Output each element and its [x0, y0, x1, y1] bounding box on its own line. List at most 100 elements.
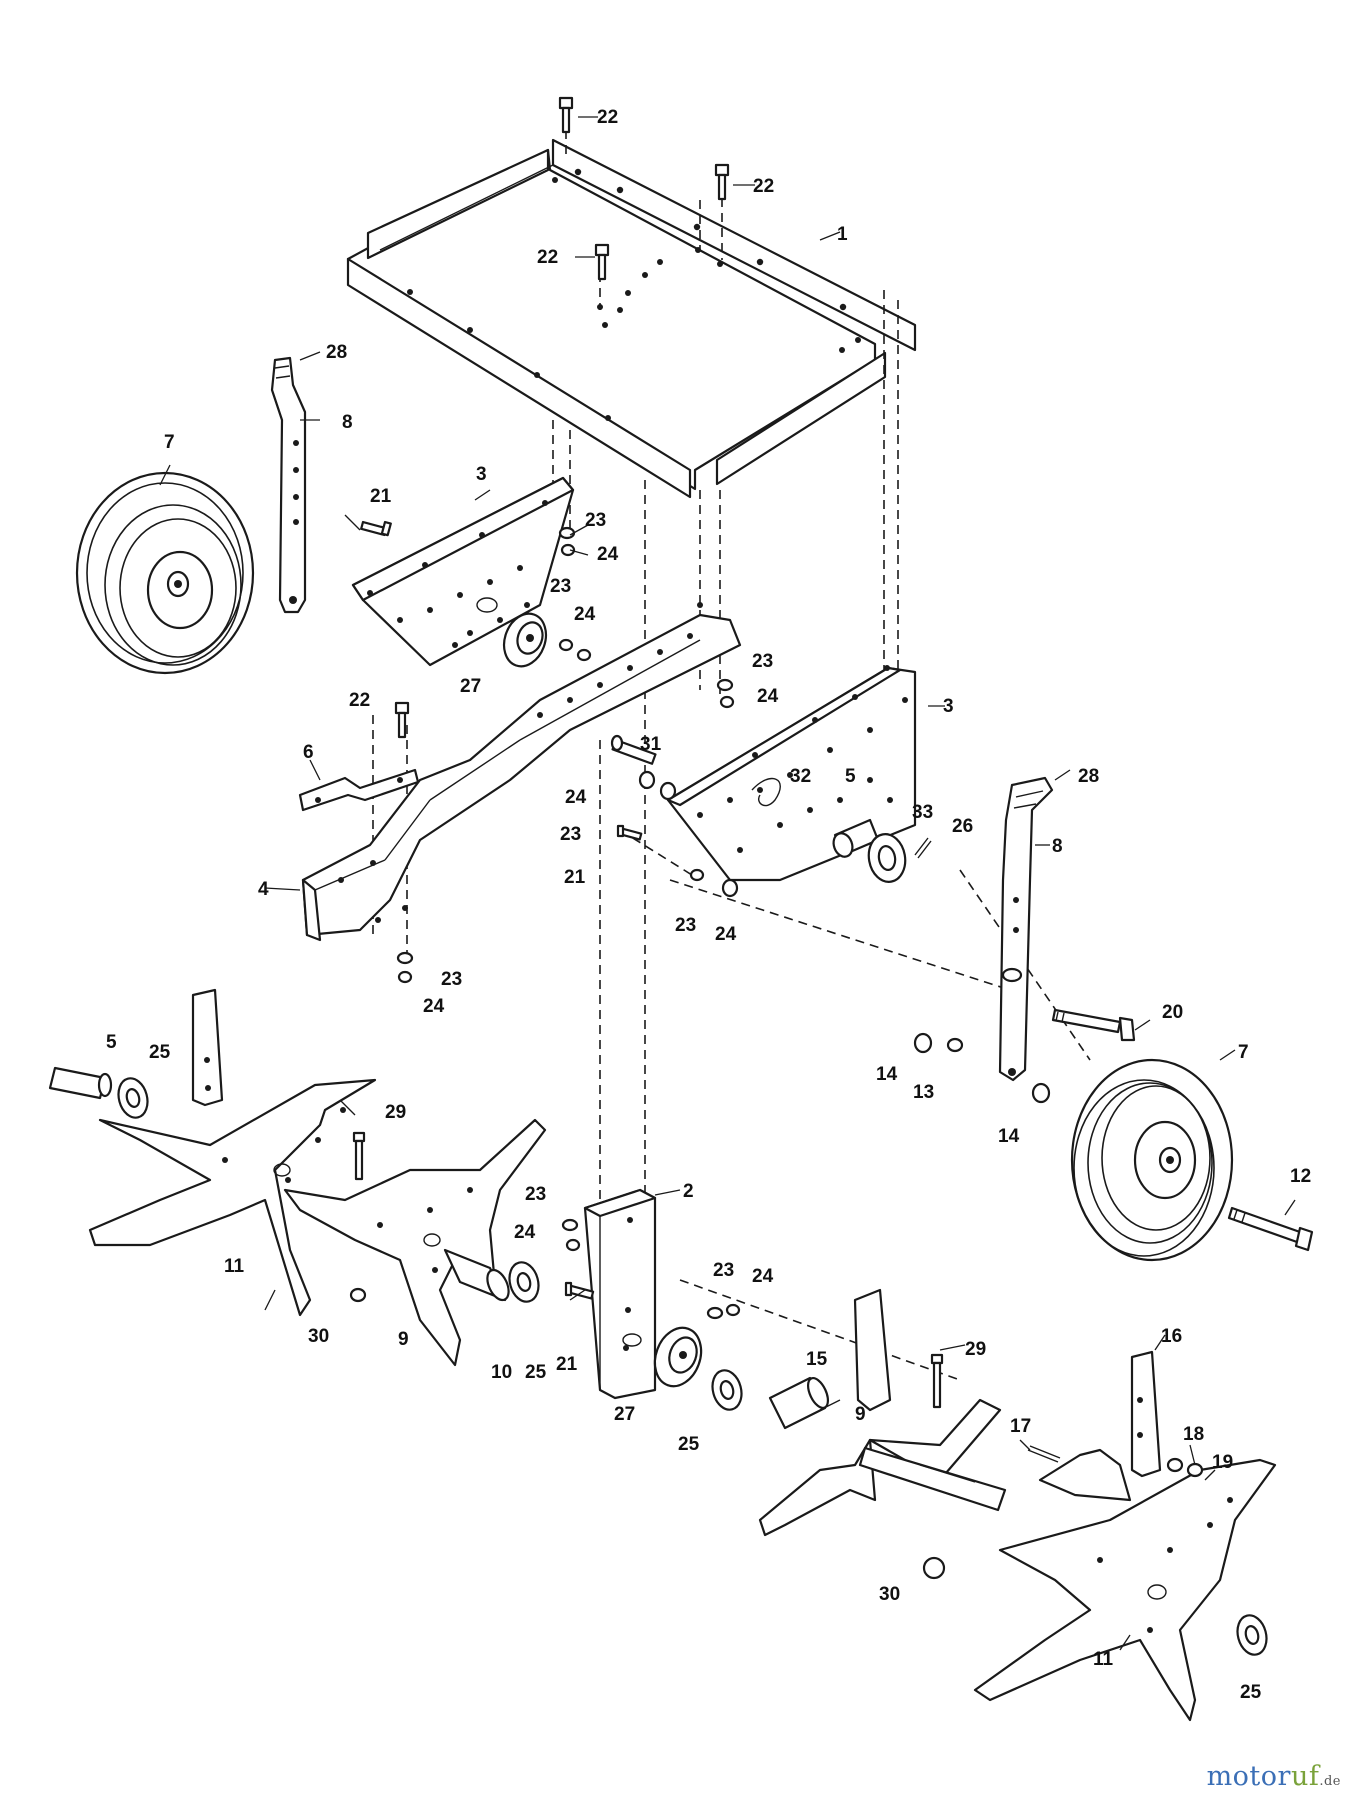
callout-30: 30 [879, 1584, 900, 1605]
callout-29: 29 [965, 1339, 986, 1360]
part-1-tray [346, 138, 917, 499]
callout-23: 23 [752, 651, 773, 672]
callout-15: 15 [806, 1349, 828, 1370]
callout-21: 21 [556, 1354, 578, 1375]
callout-24: 24 [757, 686, 779, 707]
part-12-bolt [1227, 1206, 1314, 1252]
leader-lines [159, 116, 1296, 1651]
callout-23: 23 [441, 969, 462, 990]
part-25-washer-right [1236, 1614, 1268, 1656]
callout-24: 24 [597, 544, 619, 565]
callout-23: 23 [550, 576, 571, 597]
callout-23: 23 [560, 824, 581, 845]
part-9-shaft-right [858, 1446, 1007, 1512]
part-32-hairpin [751, 777, 781, 807]
callout-10: 10 [491, 1362, 512, 1383]
callout-30: 30 [308, 1326, 329, 1347]
callout-23: 23 [713, 1260, 734, 1281]
callout-24: 24 [752, 1266, 774, 1287]
callout-24: 24 [574, 604, 596, 625]
callout-33: 33 [912, 802, 933, 823]
part-8-left-handle [270, 356, 307, 614]
callout-21: 21 [564, 867, 586, 888]
small-hardware [349, 526, 1204, 1580]
callout-7: 7 [1238, 1042, 1249, 1063]
part-7-left-wheel [75, 471, 255, 675]
part-8-right-handle [998, 776, 1054, 1082]
callout-5: 5 [845, 766, 856, 787]
part-31-pin [610, 734, 657, 765]
part-10-spacer [443, 1248, 510, 1302]
watermark-logo: motoruf.de [1207, 1761, 1341, 1792]
callout-16: 16 [1161, 1326, 1182, 1347]
callout-8: 8 [1052, 836, 1063, 857]
callout-29: 29 [385, 1102, 406, 1123]
part-3-left-bracket [351, 476, 575, 667]
callout-17: 17 [1010, 1416, 1031, 1437]
callout-25: 25 [678, 1434, 700, 1455]
callout-23: 23 [525, 1184, 546, 1205]
part-20-bolt [1051, 1008, 1136, 1042]
part-26-cotter-pin [914, 837, 932, 859]
part-25-washer-left [117, 1077, 149, 1119]
part-4-frame [301, 602, 742, 942]
part-11-tine-left [88, 988, 377, 1317]
callout-9: 9 [398, 1329, 409, 1350]
callout-25: 25 [1240, 1682, 1262, 1703]
callout-8: 8 [342, 412, 353, 433]
part-25-washer-left-mid [508, 1261, 540, 1303]
callout-19: 19 [1212, 1452, 1233, 1473]
callout-23: 23 [675, 915, 696, 936]
bolts-29 [352, 1131, 944, 1409]
callout-7: 7 [164, 432, 175, 453]
callouts: 1 2 3 3 4 5 5 6 7 7 8 8 9 9 10 11 11 12 … [106, 107, 1311, 1703]
callout-22: 22 [753, 176, 774, 197]
part-11-tine-right [973, 1350, 1277, 1722]
callout-27: 27 [460, 676, 481, 697]
callout-11: 11 [224, 1256, 245, 1277]
callout-14: 14 [998, 1126, 1020, 1147]
callout-26: 26 [952, 816, 973, 837]
callout-11: 11 [1093, 1649, 1114, 1670]
part-17-bolt [1027, 1445, 1061, 1463]
part-25-washer-center [711, 1369, 743, 1411]
callout-27: 27 [614, 1404, 635, 1425]
part-2-center-plate [583, 1188, 657, 1400]
callout-22: 22 [537, 247, 558, 268]
callout-24: 24 [514, 1222, 536, 1243]
callout-25: 25 [525, 1362, 547, 1383]
callout-2: 2 [683, 1181, 694, 1202]
callout-3: 3 [476, 464, 487, 485]
part-7-right-wheel [1070, 1058, 1234, 1262]
callout-23: 23 [585, 510, 606, 531]
callout-24: 24 [715, 924, 737, 945]
watermark-suffix: .de [1319, 1774, 1341, 1789]
callout-20: 20 [1162, 1002, 1183, 1023]
part-5-axle-left [48, 1066, 113, 1100]
callout-1: 1 [837, 224, 848, 245]
part-27-hub-upper [502, 612, 548, 668]
callout-22: 22 [597, 107, 618, 128]
callout-22: 22 [349, 690, 370, 711]
part-33-washer [867, 833, 907, 883]
callout-5: 5 [106, 1032, 117, 1053]
callout-9: 9 [855, 1404, 866, 1425]
part-27-hub-lower [653, 1326, 703, 1388]
part-15-spacer [768, 1376, 830, 1430]
callout-14: 14 [876, 1064, 898, 1085]
bolts-22 [394, 96, 730, 739]
watermark-text-2: uf [1290, 1761, 1320, 1792]
callout-13: 13 [913, 1082, 934, 1103]
bolts-21 [360, 520, 643, 1300]
callout-31: 31 [640, 734, 662, 755]
watermark-text-1: motor [1206, 1761, 1291, 1792]
callout-24: 24 [565, 787, 587, 808]
callout-3: 3 [943, 696, 954, 717]
callout-4: 4 [258, 879, 269, 900]
callout-24: 24 [423, 996, 445, 1017]
callout-18: 18 [1183, 1424, 1204, 1445]
callout-12: 12 [1290, 1166, 1311, 1187]
callout-28: 28 [326, 342, 347, 363]
callout-21: 21 [370, 486, 392, 507]
